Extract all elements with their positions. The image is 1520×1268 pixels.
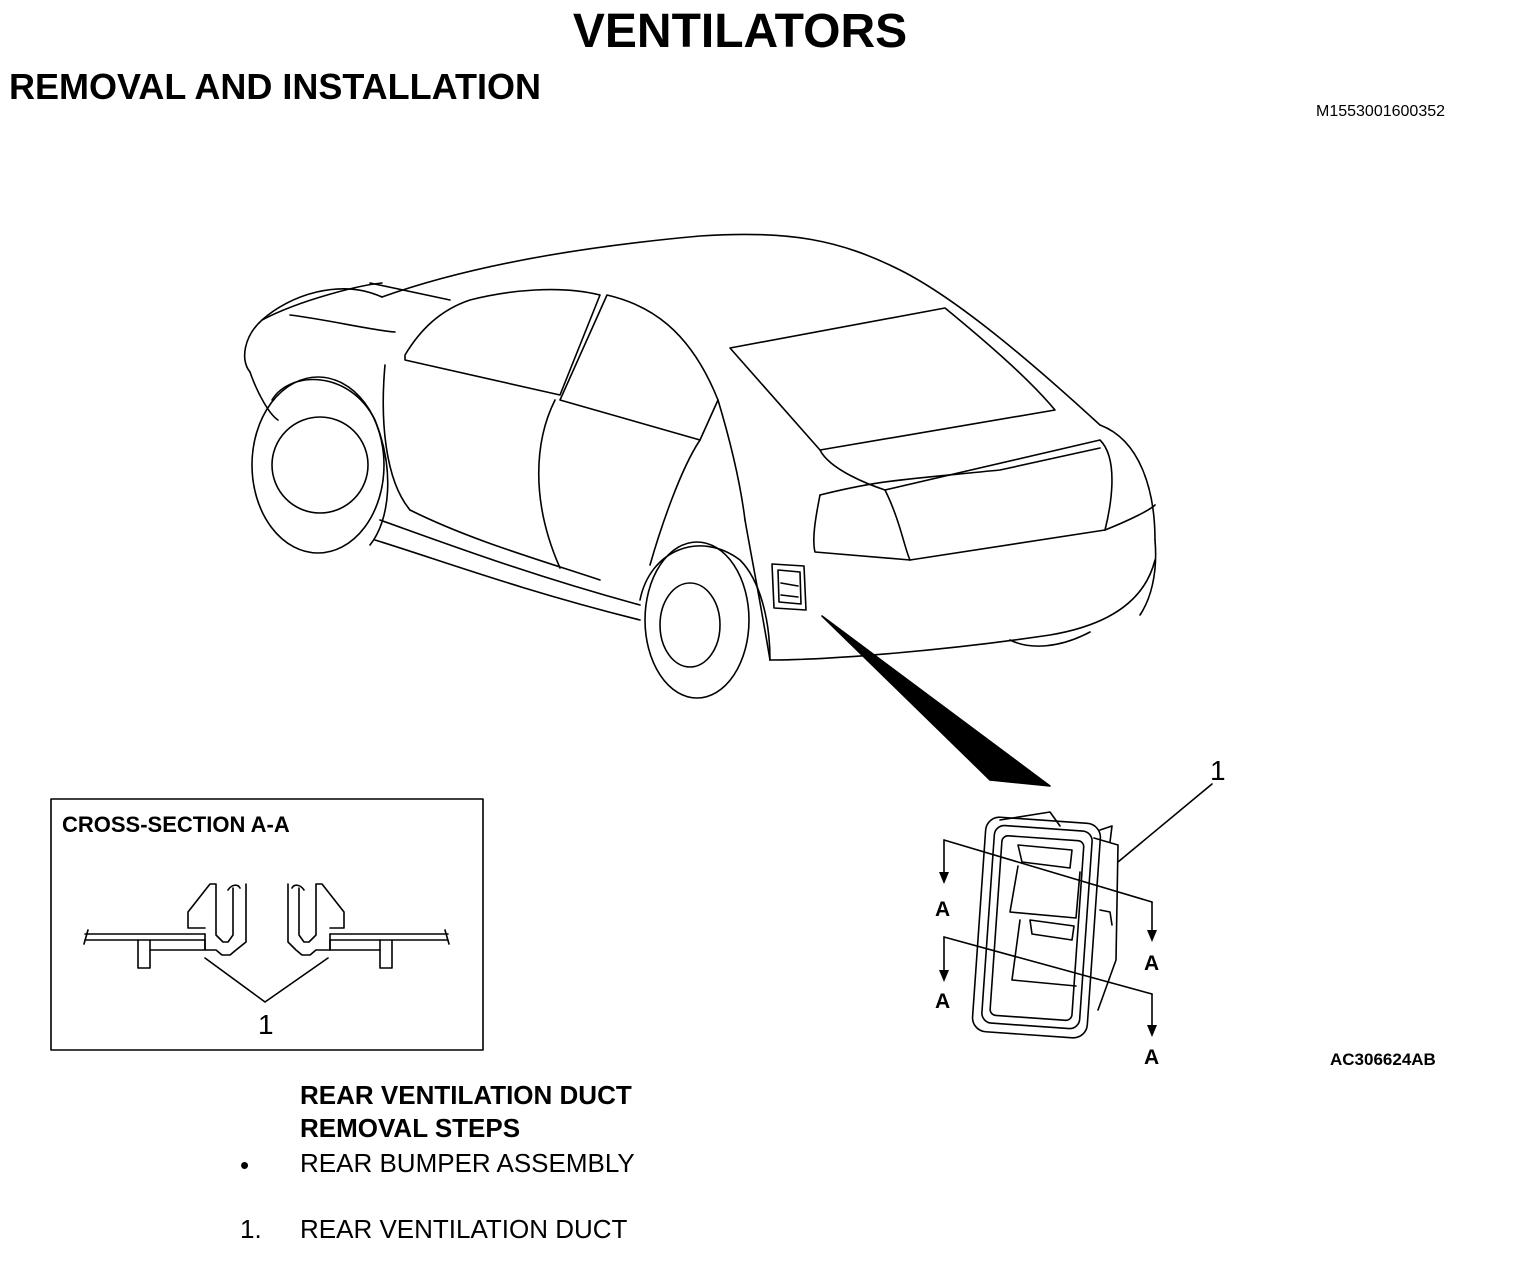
cross-section-diagram	[83, 883, 450, 1003]
step-text: REAR VENTILATION DUCT	[300, 1214, 628, 1244]
section-marker-a-3: A	[935, 990, 950, 1013]
page-title: VENTILATORS	[572, 5, 908, 58]
figure-code: AC306624AB	[1330, 1050, 1436, 1069]
step-marker: 1.	[240, 1214, 262, 1244]
duct-callout: 1	[1210, 755, 1226, 786]
car-illustration	[243, 233, 1157, 699]
section-heading: REMOVAL AND INSTALLATION	[9, 66, 541, 107]
procedure-title: REAR VENTILATION DUCT	[300, 1080, 632, 1110]
section-marker-a-1: A	[935, 898, 950, 921]
step-marker: •	[240, 1150, 250, 1180]
document-code: M1553001600352	[1316, 103, 1446, 120]
duct-detail	[943, 783, 1213, 1039]
step-text: REAR BUMPER ASSEMBLY	[300, 1148, 635, 1178]
cross-section-frame	[50, 798, 484, 1051]
detail-pointer	[821, 615, 1051, 787]
cross-section-title: CROSS-SECTION A-A	[62, 812, 290, 837]
procedure-subtitle: REMOVAL STEPS	[300, 1113, 521, 1143]
section-marker-a-2: A	[1144, 952, 1159, 975]
section-marker-a-4: A	[1144, 1046, 1159, 1069]
cross-section-callout: 1	[258, 1009, 274, 1040]
